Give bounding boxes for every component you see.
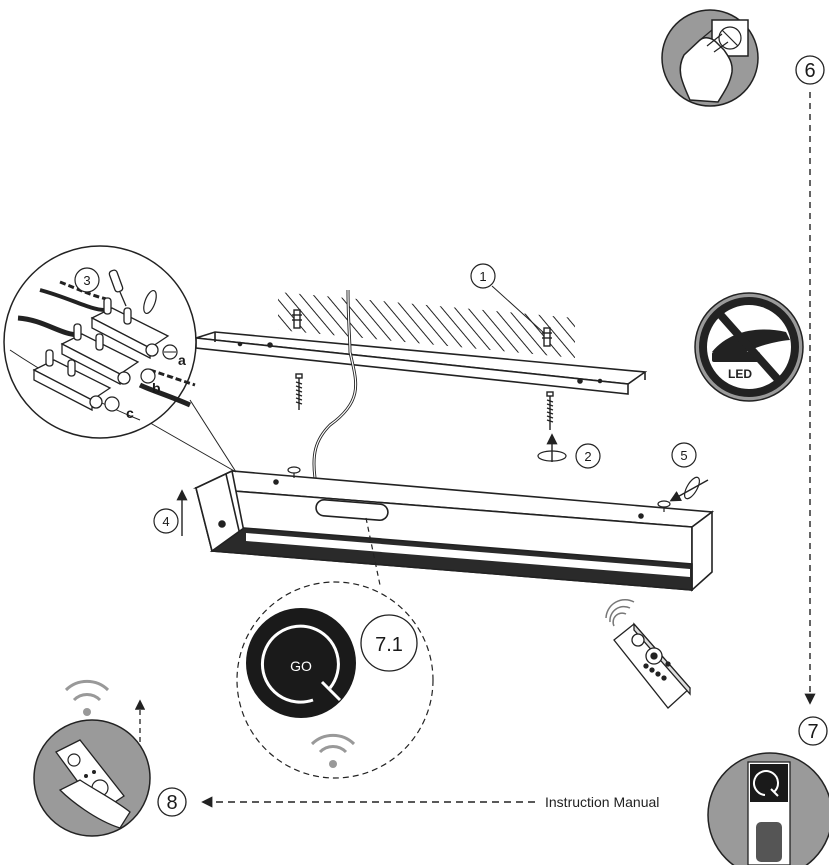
step-71-label: 7.1 <box>375 634 403 656</box>
dashed-leader-71 <box>365 517 381 586</box>
instruction-manual-text: Instruction Manual <box>545 794 660 810</box>
step-71-badge <box>360 614 418 672</box>
luminaire-body <box>192 469 715 592</box>
live-symbol <box>104 396 120 412</box>
step-8-label: 8 <box>166 792 177 814</box>
screw-right <box>546 391 554 430</box>
wall-anchor-left <box>292 309 302 329</box>
step-5-arrow <box>669 479 709 502</box>
power-switch-step: 6 <box>661 9 825 107</box>
wifi-icon-center <box>310 733 356 768</box>
terminal-block-bottom <box>32 349 112 412</box>
step-1-badge <box>470 263 496 289</box>
wifi-icon-left <box>64 679 110 716</box>
terminal-block-top <box>90 297 170 360</box>
no-touch-led-badge: LED <box>694 292 804 402</box>
neutral-symbol <box>140 368 156 384</box>
rotate-icon-2 <box>537 450 567 462</box>
step-6-badge <box>795 55 825 85</box>
remote-pairing-step-8: 8 <box>33 679 187 837</box>
wire-label-c: c <box>126 405 134 421</box>
step-3-badge <box>74 267 100 293</box>
body-screw-right <box>657 500 671 512</box>
rotate-icon-5 <box>684 476 700 500</box>
step-3-label: 3 <box>83 273 90 288</box>
step-7-badge <box>798 716 828 746</box>
step-1-label: 1 <box>479 269 486 284</box>
go-button-label: GO <box>290 658 312 674</box>
ceiling-mount-group: 1 2 <box>195 263 648 469</box>
step-6-label: 6 <box>804 60 815 82</box>
step-1-leader <box>491 285 545 334</box>
body-screw-left <box>287 466 301 478</box>
step-7-label: 7 <box>807 721 818 743</box>
step-2-badge <box>575 443 601 469</box>
step-8-badge <box>157 787 187 817</box>
hand-touch-icon <box>756 822 782 862</box>
wall-anchor-right <box>542 327 552 347</box>
terminal-block-mid <box>60 323 140 386</box>
control-panel-step-7 <box>707 752 829 865</box>
wifi-icon-remote <box>605 599 635 627</box>
remote-control-icon <box>613 622 691 709</box>
screw-left <box>295 373 303 410</box>
wire-label-b: b <box>152 380 161 396</box>
mounting-bracket <box>195 331 648 395</box>
ceiling-hatch <box>278 292 575 358</box>
go-button-detail: GO 7.1 <box>236 517 434 779</box>
led-label: LED <box>728 367 752 381</box>
screwdriver-icon <box>108 269 127 307</box>
hand-holding-icon <box>58 779 131 829</box>
hand-icon <box>679 37 733 103</box>
step-5-label: 5 <box>680 448 687 463</box>
step-4-badge <box>153 508 179 534</box>
wire-label-a: a <box>178 352 186 368</box>
step-4-label: 4 <box>162 514 169 529</box>
wiring-detail-callout: a b c 3 <box>3 245 237 473</box>
step-5-badge <box>671 442 697 468</box>
step-2-label: 2 <box>584 449 591 464</box>
